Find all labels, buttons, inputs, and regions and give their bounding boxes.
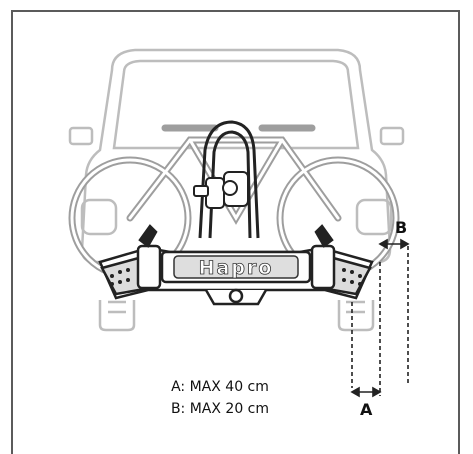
bike-clamp <box>193 171 249 209</box>
dimension-b-label: B <box>395 218 408 237</box>
carrier-arch <box>198 120 260 239</box>
dimension-legend: A: MAX 40 cm B: MAX 20 cm <box>120 376 320 420</box>
legend-a: A: MAX 40 cm <box>171 379 269 395</box>
diagram-frame <box>11 10 460 454</box>
dimension-a <box>350 262 382 398</box>
dimension-a-label: A <box>360 400 373 419</box>
car-rear-outline <box>68 48 405 332</box>
legend-b: B: MAX 20 cm <box>170 401 270 417</box>
platform-grip-marks <box>110 268 362 286</box>
brand-logo-text: Hapro <box>199 257 274 279</box>
dimension-b <box>378 238 410 384</box>
